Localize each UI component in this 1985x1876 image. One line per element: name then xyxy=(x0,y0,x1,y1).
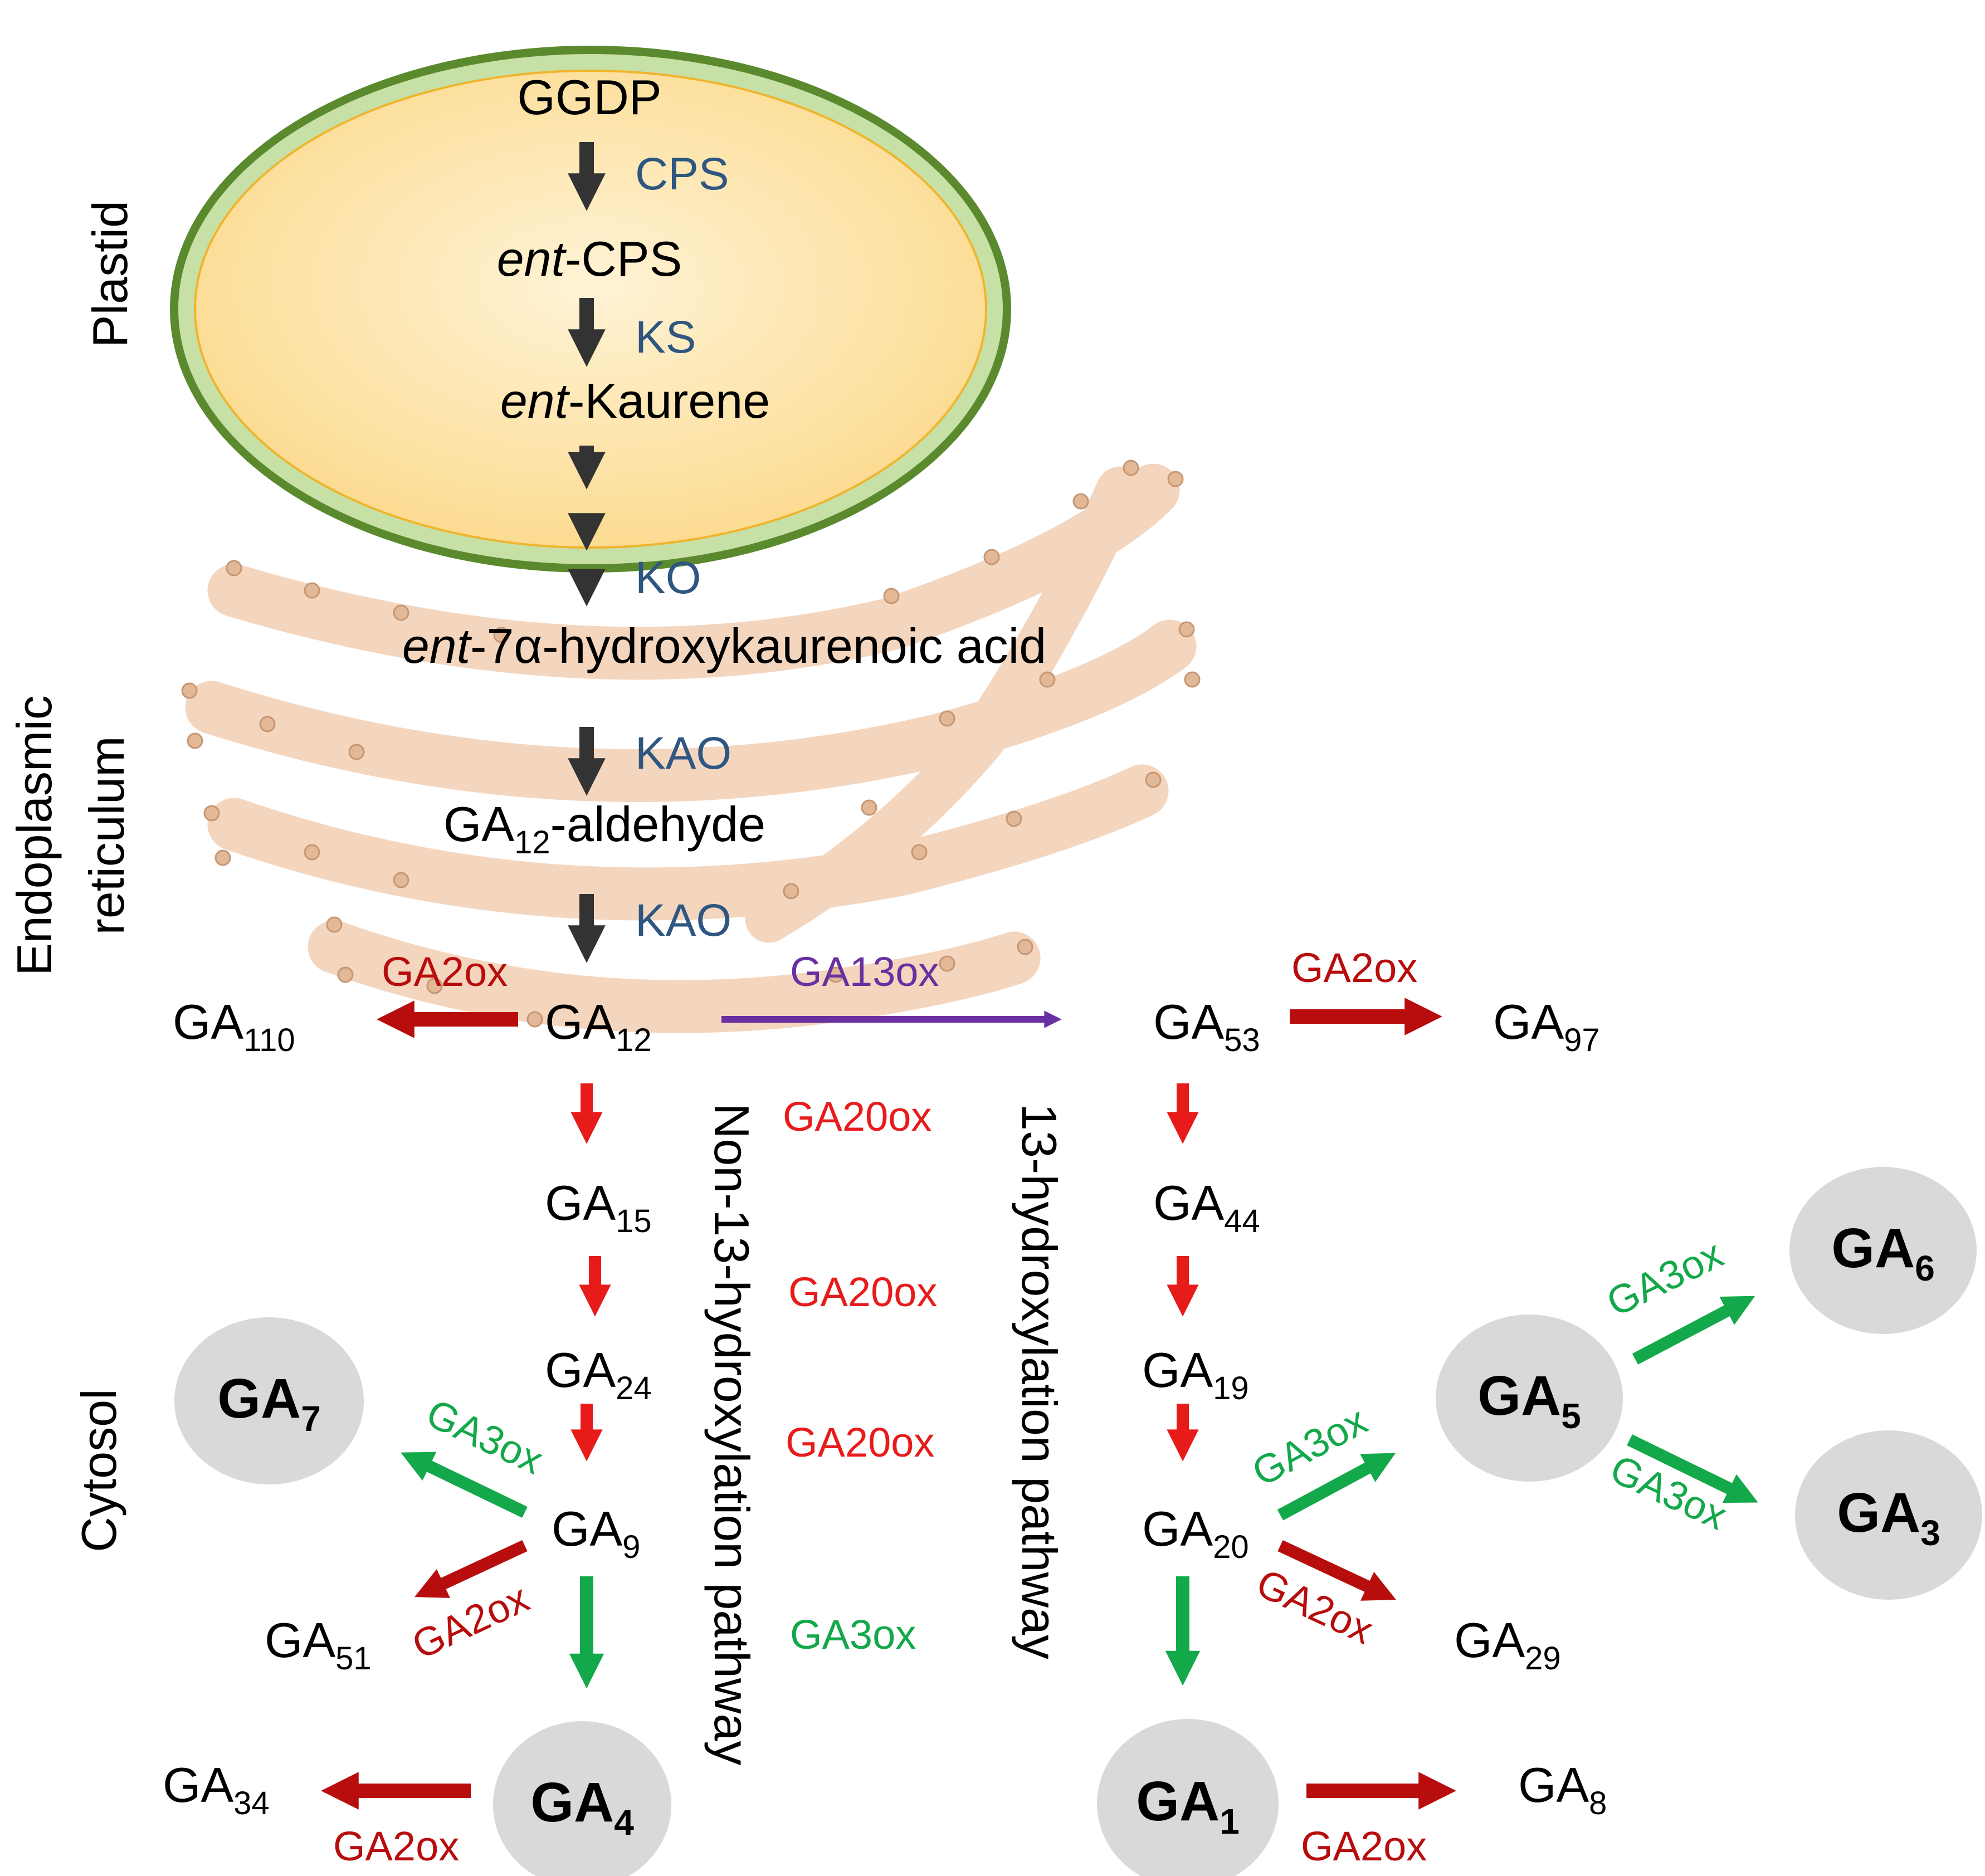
enzyme-ga2ox-ga12: GA2ox xyxy=(382,949,508,995)
compound-ga12: GA12 xyxy=(545,994,652,1058)
plastid-label: Plastid xyxy=(82,201,138,348)
compound-ga12-aldehyde: GA12-aldehyde xyxy=(443,797,765,861)
enzyme-ga2ox-ga53: GA2ox xyxy=(1291,945,1417,991)
compound-ga110: GA110 xyxy=(173,994,295,1058)
compound-ga51: GA51 xyxy=(265,1613,372,1677)
compound-ga34: GA34 xyxy=(163,1757,270,1821)
enzyme-ko: KO xyxy=(635,553,701,603)
compound-ga7: GA7 xyxy=(217,1367,321,1439)
bioactive-ga-labels: GA7 GA4 GA1 GA5 GA6 GA3 xyxy=(217,1217,1940,1843)
compound-ga4: GA4 xyxy=(530,1771,634,1843)
compound-ga1: GA1 xyxy=(1136,1770,1240,1841)
compound-ga44: GA44 xyxy=(1153,1175,1260,1239)
compound-ga3: GA3 xyxy=(1837,1482,1940,1553)
bubble-ga3 xyxy=(1795,1430,1982,1600)
compound-ga6: GA6 xyxy=(1831,1217,1935,1288)
cytosol-label: Cytosol xyxy=(71,1389,126,1552)
enzyme-ga2ox-ga29: GA2ox xyxy=(1250,1561,1379,1653)
enzyme-ga2ox-ga51: GA2ox xyxy=(406,1576,535,1668)
er-label-line2: reticulum xyxy=(79,736,134,935)
enzyme-ks: KS xyxy=(635,312,696,363)
compound-ent-cps: ent-CPS xyxy=(497,231,682,286)
er-ribosomes xyxy=(181,460,1201,1028)
bioactive-ga-bubbles xyxy=(174,1167,1982,1876)
compound-ga8: GA8 xyxy=(1518,1757,1607,1821)
pathway-labels: Non-13-hydroxylation pathway 13-hydroxyl… xyxy=(704,1103,1067,1766)
bubble-ga6 xyxy=(1789,1167,1977,1334)
compound-ga24: GA24 xyxy=(545,1342,652,1406)
enzyme-ga20ox-2: GA20ox xyxy=(788,1269,937,1315)
non13-pathway-label: Non-13-hydroxylation pathway xyxy=(704,1103,759,1766)
enzyme-ga3ox-ga6: GA3ox xyxy=(1600,1232,1730,1325)
enzyme-ga20ox-3: GA20ox xyxy=(786,1419,934,1465)
enzyme-ga2ox-ga34: GA2ox xyxy=(333,1823,459,1869)
enzyme-ga3ox-center: GA3ox xyxy=(790,1611,916,1658)
compound-ggdp: GGDP xyxy=(517,70,661,125)
bubble-ga7 xyxy=(174,1317,364,1484)
compound-ga53: GA53 xyxy=(1153,994,1260,1058)
compound-ent-7a-hydroxykaurenoic-acid: ent-7α-hydroxykaurenoic acid xyxy=(402,618,1046,673)
bubble-ga1 xyxy=(1097,1719,1279,1876)
enzyme-ga13ox: GA13ox xyxy=(790,949,939,995)
enzyme-ga2ox-ga8: GA2ox xyxy=(1301,1823,1427,1869)
arrows xyxy=(321,142,1758,1810)
compound-ga29: GA29 xyxy=(1454,1613,1561,1677)
compound-ga9: GA9 xyxy=(552,1501,640,1565)
compound-ga5: GA5 xyxy=(1477,1365,1581,1436)
compartment-labels: Plastid Endoplasmic reticulum Cytosol xyxy=(7,201,138,1552)
enzyme-ga20ox-1: GA20ox xyxy=(783,1093,931,1140)
enzyme-cps: CPS xyxy=(635,149,729,199)
p13-pathway-label: 13-hydroxylation pathway xyxy=(1012,1103,1067,1659)
bubble-ga5 xyxy=(1436,1315,1623,1482)
enzyme-kao-2: KAO xyxy=(635,895,731,946)
enzyme-kao-1: KAO xyxy=(635,728,731,779)
er-label-line1: Endoplasmic xyxy=(7,695,62,976)
compound-ga15: GA15 xyxy=(545,1175,652,1239)
compound-ga19: GA19 xyxy=(1142,1342,1249,1406)
compound-ga20: GA20 xyxy=(1142,1501,1249,1565)
compound-labels: GGDP ent-CPS ent-Kaurene ent-7α-hydroxyk… xyxy=(163,70,1607,1821)
compound-ent-kaurene: ent-Kaurene xyxy=(500,373,770,428)
compound-ga97: GA97 xyxy=(1493,994,1600,1058)
bubble-ga4 xyxy=(493,1721,671,1876)
